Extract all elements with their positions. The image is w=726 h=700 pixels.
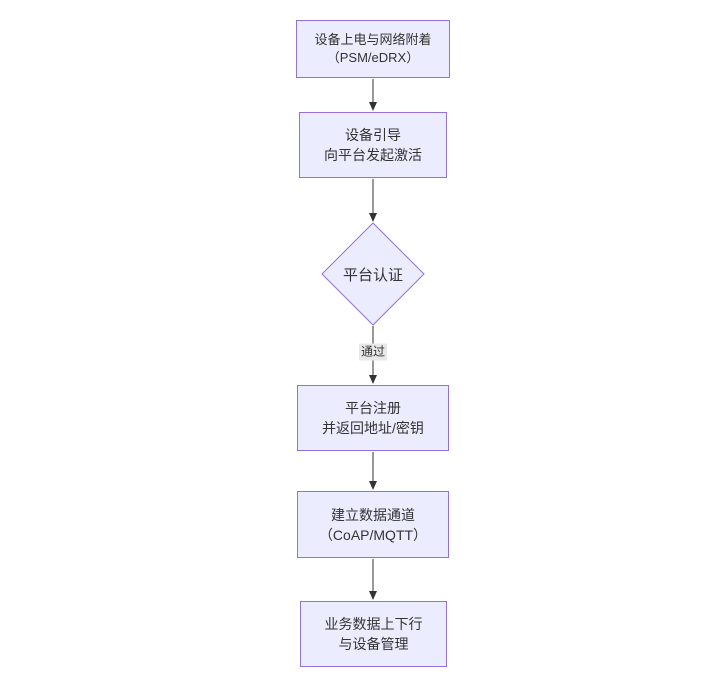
node-label-line: 并返回地址/密钥 [322, 420, 424, 436]
node-label-line: （PSM/eDRX） [326, 50, 420, 65]
node-label-line: 业务数据上下行 [324, 616, 423, 632]
node-bootstrap: 设备引导 向平台发起激活 [299, 112, 447, 178]
node-data-channel: 建立数据通道 （CoAP/MQTT） [297, 491, 449, 558]
edge-label-pass: 通过 [358, 343, 388, 361]
node-label-line: 设备上电与网络附着 [314, 32, 432, 47]
node-label-line: （CoAP/MQTT） [318, 526, 428, 543]
node-register: 平台注册 并返回地址/密钥 [297, 385, 449, 451]
node-label-line: 与设备管理 [338, 636, 409, 652]
node-label-line: 建立数据通道 [331, 506, 415, 523]
node-label-line: 设备引导 [345, 127, 401, 143]
node-label-line: 平台注册 [345, 400, 401, 416]
node-business: 业务数据上下行 与设备管理 [300, 601, 447, 667]
node-auth-label: 平台认证 [322, 223, 424, 325]
node-label-line: 向平台发起激活 [324, 147, 422, 163]
node-label-line: 平台认证 [342, 266, 403, 284]
node-auth-diamond-shape [321, 222, 425, 326]
node-power-attach: 设备上电与网络附着 （PSM/eDRX） [296, 20, 450, 78]
